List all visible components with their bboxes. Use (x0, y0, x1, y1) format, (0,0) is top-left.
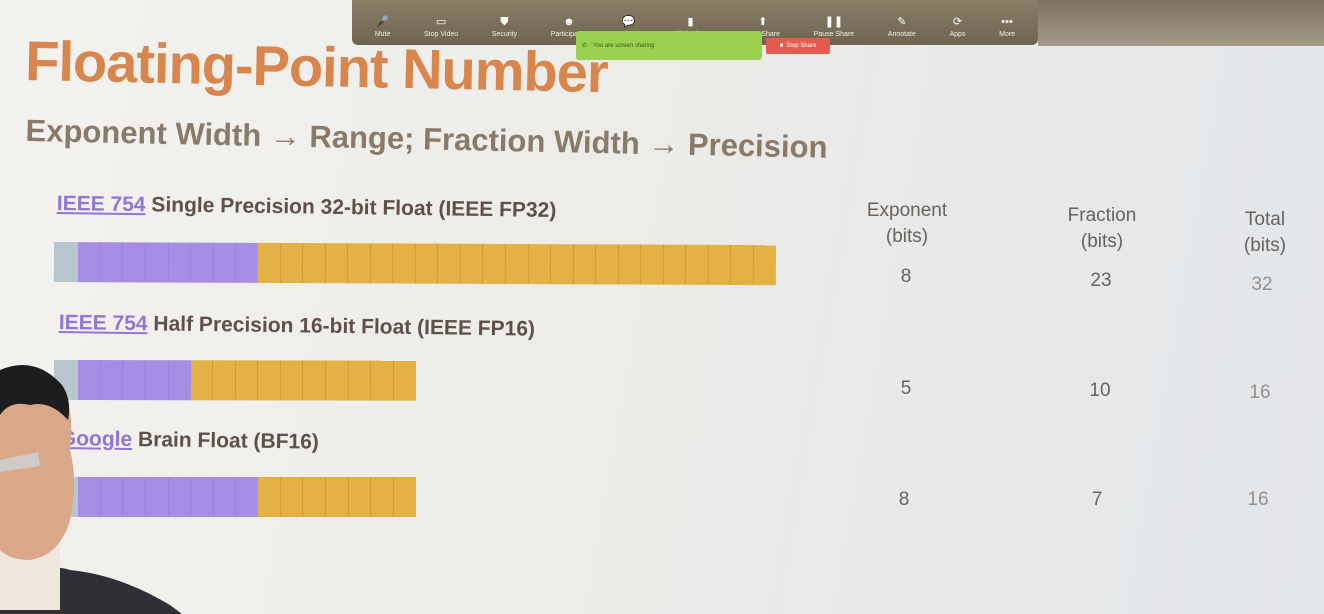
exponent-bits-value: 8 (898, 489, 910, 510)
total-bits-value: 16 (1249, 382, 1271, 403)
stop-share-button[interactable]: ■ Stop Share (766, 38, 830, 54)
format-label-fp32: IEEE 754 Single Precision 32-bit Float (… (57, 192, 557, 223)
participants-icon: ☻ (563, 16, 575, 28)
sharing-notice: You are screen sharing (593, 42, 655, 49)
toolbar-label: Security (491, 31, 518, 38)
presenter-person (0, 365, 182, 614)
toolbar-participantsbutton[interactable]: ☻ Participants (551, 16, 588, 45)
toolbar-label: New Share (745, 31, 781, 38)
toolbar-label: More (999, 31, 1016, 38)
more-icon: ••• (1001, 16, 1013, 28)
column-header-exponent: Exponent (bits) (852, 198, 962, 250)
column-header-fraction: Fraction (bits) (1047, 203, 1157, 255)
toolbar-label: Participants (550, 31, 588, 38)
video-icon: ▭ (435, 16, 447, 28)
toolbar-background (1038, 0, 1324, 46)
pen-icon: ✎ (897, 16, 907, 28)
column-header-unit: (bits) (1243, 235, 1287, 256)
apps-icon: ⟳ (952, 16, 963, 28)
screen-sharing-banner: ✆ You are screen sharing (576, 31, 762, 60)
format-name: Half Precision 16-bit Float (IEEE FP16) (147, 312, 536, 341)
toolbar-new-sharebutton[interactable]: ⬆ New Share (745, 16, 780, 45)
toolbar-label: Mute (374, 31, 391, 38)
fraction-bits-value: 7 (1091, 489, 1103, 510)
total-bits-value: 32 (1251, 274, 1273, 295)
slide-title: Floating-Point Number (24, 28, 609, 105)
pause-icon: ❚❚ (824, 16, 844, 28)
total-bits-value: 16 (1247, 489, 1269, 510)
format-link[interactable]: IEEE 754 (56, 192, 146, 217)
toolbar-label: Pause Share (813, 31, 855, 38)
exponent-segment (78, 477, 258, 517)
fraction-bits-value: 23 (1090, 270, 1112, 291)
stop-share-label: Stop Share (786, 43, 817, 49)
fraction-segment (258, 477, 416, 517)
column-header-unit: (bits) (1080, 231, 1124, 252)
format-link[interactable]: IEEE 754 (58, 311, 148, 336)
share-icon: ⬆ (758, 16, 768, 28)
bit-layout-bar-bf16 (54, 477, 416, 517)
format-label-fp16: IEEE 754 Half Precision 16-bit Float (IE… (59, 311, 535, 342)
fraction-bits-value: 10 (1089, 380, 1111, 401)
column-header-line: Fraction (1067, 205, 1137, 226)
column-header-total: Total (bits) (1210, 207, 1320, 259)
toolbar-annotatebutton[interactable]: ✎ Annotate (888, 16, 916, 45)
phone-icon: ✆ (582, 43, 588, 49)
toolbar-stop-videobutton[interactable]: ▭ Stop Video (424, 16, 458, 45)
stop-icon: ■ (779, 43, 784, 49)
exponent-bits-value: 8 (900, 266, 912, 287)
fraction-segment (257, 242, 776, 286)
toolbar-label: Stop Video (424, 31, 459, 38)
column-header-line: Total (1244, 209, 1286, 230)
format-name: Single Precision 32-bit Float (IEEE FP32… (145, 193, 557, 222)
sign-bit-segment (53, 242, 78, 283)
toolbar-label: Annotate (887, 31, 916, 38)
toolbar-morebutton[interactable]: ••• More (999, 16, 1015, 45)
microphone-icon: 🎤 (375, 16, 390, 28)
shield-icon: ⛊ (500, 16, 509, 28)
toolbar-appsbutton[interactable]: ⟳ Apps (950, 16, 966, 45)
toolbar-label: Apps (949, 31, 966, 38)
fraction-segment (190, 360, 416, 401)
toolbar-mutebutton[interactable]: 🎤 Mute (375, 16, 391, 45)
exponent-segment (77, 242, 258, 283)
toolbar-securitybutton[interactable]: ⛊ Security (492, 16, 517, 45)
poll-icon: ▮ (687, 16, 694, 28)
chat-icon: 💬 (621, 16, 636, 28)
column-header-line: Exponent (866, 200, 948, 221)
toolbar-pause-sharebutton[interactable]: ❚❚ Pause Share (814, 16, 854, 45)
exponent-bits-value: 5 (900, 378, 912, 399)
column-header-unit: (bits) (885, 226, 929, 247)
slide-subtitle: Exponent Width → Range; Fraction Width →… (25, 113, 828, 165)
bit-layout-bar-fp32 (53, 242, 776, 286)
